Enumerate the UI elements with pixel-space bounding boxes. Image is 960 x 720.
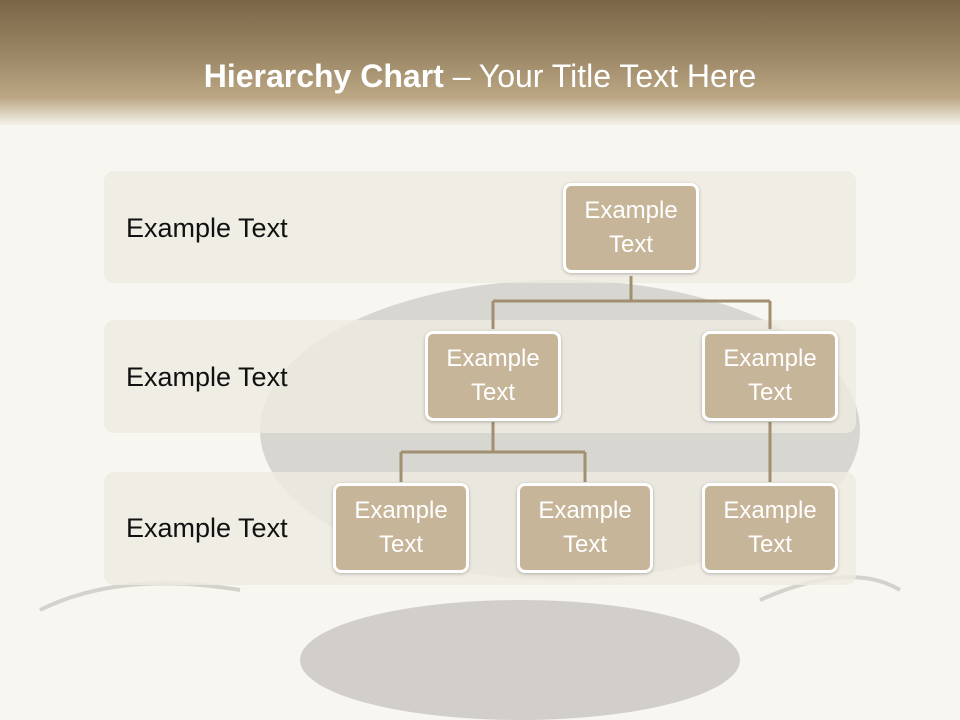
- slide-title: Hierarchy Chart – Your Title Text Here: [0, 56, 960, 96]
- level-label-1: Example Text: [126, 213, 288, 243]
- node-root[interactable]: Example Text: [563, 183, 699, 273]
- node-level3-b[interactable]: Example Text: [517, 483, 653, 573]
- node-level3-c[interactable]: Example Text: [702, 483, 838, 573]
- title-bold: Hierarchy Chart: [203, 58, 444, 94]
- node-level3-c-label: Example Text: [723, 497, 817, 558]
- title-rest: Your Title Text Here: [478, 58, 757, 94]
- level-label-2: Example Text: [126, 362, 288, 392]
- node-root-label: Example Text: [584, 197, 678, 258]
- level-band-1: [104, 171, 856, 283]
- level-label-3: Example Text: [126, 513, 288, 543]
- title-bar: [0, 0, 960, 125]
- node-level2-right[interactable]: Example Text: [702, 331, 838, 421]
- node-level3-b-label: Example Text: [538, 497, 632, 558]
- node-level2-left[interactable]: Example Text: [425, 331, 561, 421]
- node-level3-a-label: Example Text: [354, 497, 448, 558]
- node-level3-a[interactable]: Example Text: [333, 483, 469, 573]
- title-dash: –: [443, 58, 479, 94]
- node-level2-right-label: Example Text: [723, 345, 817, 406]
- node-level2-left-label: Example Text: [446, 345, 540, 406]
